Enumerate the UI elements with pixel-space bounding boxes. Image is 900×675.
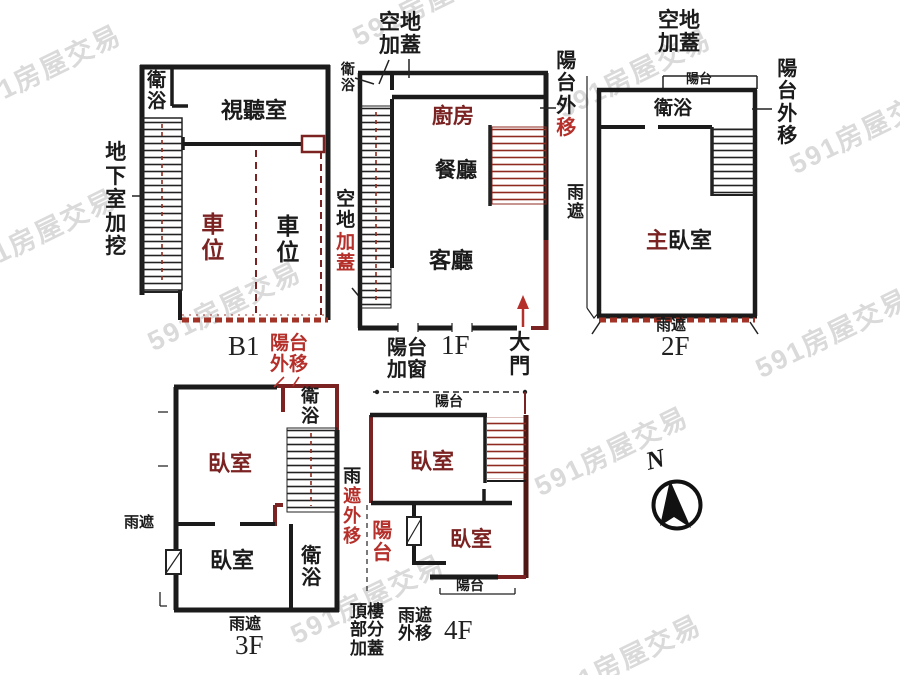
f4-rain-moved-label-line2: 外移 xyxy=(398,624,432,644)
f3-pointer-lines xyxy=(273,376,300,388)
f2-balcony-line xyxy=(662,75,758,89)
f4-roof-addition-label-line2: 部分 xyxy=(350,620,384,640)
f4-floor-label: 4F xyxy=(444,615,473,645)
f3-plan-walls xyxy=(158,376,340,613)
compass-icon xyxy=(651,479,703,531)
f2-plan-walls xyxy=(586,75,772,335)
f1-balcony-window-label-line1: 陽台 xyxy=(387,337,427,359)
f1-plan-walls xyxy=(354,59,556,332)
f3-balcony-moved-label-line2: 外移 xyxy=(270,353,309,375)
f1-window-symbol xyxy=(397,323,473,332)
f2-staircase xyxy=(711,128,755,196)
rain-moved-black-text: 雨 xyxy=(343,466,362,486)
b1-parking-divider xyxy=(255,150,322,316)
f2-master-bedroom-label: 主臥室 xyxy=(646,229,712,253)
f3-balcony-moved-label-line1: 陽台 xyxy=(270,333,309,354)
f1-main-door-label: 大門 xyxy=(509,331,531,378)
f2-rain-cover-line xyxy=(586,76,602,319)
f3-bath-top-label: 衛浴 xyxy=(301,386,320,427)
f3-bath-bottom-label: 衛浴 xyxy=(301,545,322,590)
vacant-lot-text: 空地 xyxy=(336,189,356,232)
f2-vacant-roof-label-line2: 加蓋 xyxy=(658,31,700,55)
f4-lower-balcony-line xyxy=(439,588,516,595)
f3-floor-label: 3F xyxy=(235,630,264,660)
f4-plan-walls xyxy=(366,389,529,595)
b1-floor-label: B1 xyxy=(228,331,260,361)
f1-rain-cover-label: 雨遮 xyxy=(567,183,585,222)
f1-floor-label: 1F xyxy=(441,330,470,360)
f4-rain-moved-label-line1: 雨遮 xyxy=(398,606,432,625)
f4-roof-addition-label-line3: 加蓋 xyxy=(350,638,384,658)
f4-balcony-bottom-label: 陽台 xyxy=(456,577,484,593)
f3-staircase xyxy=(286,427,338,513)
master-rest-text: 臥室 xyxy=(668,228,713,253)
f3-rain-moved-label: 雨遮外移 xyxy=(342,466,362,547)
f1-balcony-window-label-line2: 加窗 xyxy=(387,358,427,381)
b1-av-room-label: 視聽室 xyxy=(221,98,288,123)
b1-vacant-roofed-label: 空地加蓋 xyxy=(335,189,356,274)
f4-bedroom-top-label: 臥室 xyxy=(410,449,455,474)
f2-rain-cover-label: 雨遮 xyxy=(656,317,687,334)
f1-living-label: 客廳 xyxy=(429,248,474,273)
f1-pointer-lines xyxy=(354,59,556,109)
b1-parking-left-label: 車位 xyxy=(201,211,225,263)
f4-balcony-top-label: 陽台 xyxy=(435,393,463,409)
balcony-moved-black-text: 陽台外 xyxy=(556,50,577,117)
b1-basement-expansion-label: 地下室加挖 xyxy=(105,141,127,259)
f2-bath-label: 衛浴 xyxy=(654,98,693,119)
f3-bedroom-bottom-label: 臥室 xyxy=(210,548,255,573)
f4-roof-addition-label-line1: 頂樓 xyxy=(350,602,384,621)
f3-rain-cover-left-label: 雨遮 xyxy=(124,514,155,531)
f1-dining-label: 餐廳 xyxy=(435,159,477,182)
b1-bath-label: 衛浴 xyxy=(147,70,167,113)
vacant-lot-roofed-text: 加蓋 xyxy=(336,231,356,274)
balcony-moved-red-text: 移 xyxy=(556,117,577,140)
f1-staircase-up xyxy=(491,126,547,205)
f1-vacant-roof-label-line1: 空地 xyxy=(379,11,421,34)
b1-plan-walls xyxy=(132,64,363,323)
f4-balcony-left-label: 陽台 xyxy=(372,520,393,565)
master-prefix-text: 主 xyxy=(646,228,669,253)
rain-moved-red-text: 遮外移 xyxy=(343,486,362,547)
f1-bath-label: 衛浴 xyxy=(340,61,355,93)
f2-balcony-label: 陽台 xyxy=(686,71,713,86)
b1-parking-right-label: 車位 xyxy=(276,213,300,265)
f2-floor-label: 2F xyxy=(661,331,690,361)
f4-staircase xyxy=(487,417,526,479)
b1-door-symbol xyxy=(300,134,326,154)
f3-rain-cover-bottom-label: 雨遮 xyxy=(229,616,262,633)
f1-balcony-moved-label: 陽台外移 xyxy=(555,50,577,140)
f4-bedroom-bottom-label: 臥室 xyxy=(450,528,492,551)
f1-kitchen-label: 廚房 xyxy=(432,105,474,128)
f2-balcony-moved-label: 陽台外移 xyxy=(777,58,798,148)
f2-vacant-roof-label-line1: 空地 xyxy=(658,9,700,32)
f1-vacant-roof-label-line2: 加蓋 xyxy=(379,33,421,57)
f3-bedroom-top-label: 臥室 xyxy=(208,451,253,476)
